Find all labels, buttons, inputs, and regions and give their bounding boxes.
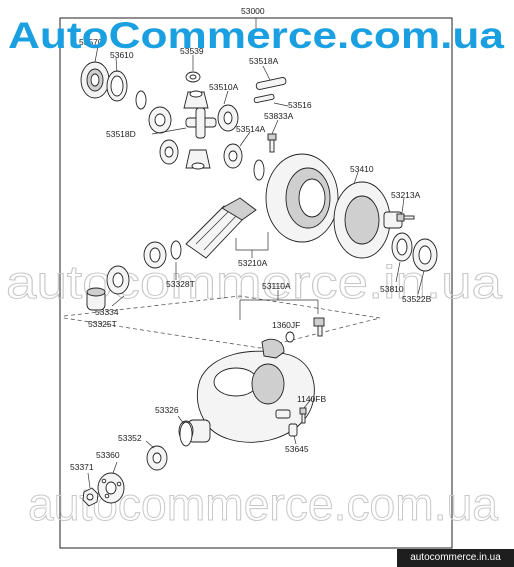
bolt-1140FB <box>299 407 307 424</box>
label-53326: 53326 <box>155 405 179 415</box>
label-53325T: 53325T <box>88 319 117 329</box>
label-53518A: 53518A <box>249 56 279 66</box>
label-1360JF: 1360JF <box>272 320 300 330</box>
label-53328T: 53328T <box>166 279 195 289</box>
carrier-housing-53110A <box>178 338 315 443</box>
label-53539: 53539 <box>180 46 204 56</box>
seal-53326 <box>179 421 193 447</box>
ring-gear-53410 <box>265 153 339 243</box>
spider-cross-53518D <box>185 107 217 139</box>
seal-53352 <box>146 445 168 471</box>
footer-site-badge: autocommerce.in.ua <box>397 549 514 567</box>
label-53610: 53610 <box>110 50 134 60</box>
brand-logo: AutoCommerce.com.ua <box>8 15 505 56</box>
clip-1360JF <box>285 331 295 343</box>
label-53570: 53570 <box>79 37 103 47</box>
spacer-53325T <box>86 287 106 311</box>
label-53360: 53360 <box>96 450 120 460</box>
bolt-1360JF <box>313 317 325 337</box>
label-53516: 53516 <box>288 100 312 110</box>
bolt-53213A <box>396 213 415 222</box>
label-53334: 53334 <box>95 307 119 317</box>
shim-ring <box>135 90 147 110</box>
bearing-cup-53610 <box>106 70 128 102</box>
label-1140FB: 1140FB <box>297 394 326 404</box>
drive-pinion-53210A <box>185 197 257 259</box>
bearing-cup-53522B <box>412 238 438 272</box>
pinion-gear-top <box>183 90 209 109</box>
bearing-53570 <box>80 61 110 99</box>
nut-53371 <box>82 487 99 507</box>
side-gear-left <box>148 106 172 134</box>
label-53645: 53645 <box>285 444 309 454</box>
label-53371: 53371 <box>70 462 94 472</box>
label-53213A: 53213A <box>391 190 421 200</box>
differential-case <box>333 181 403 259</box>
pinion-bearing <box>143 241 167 269</box>
label-53410: 53410 <box>350 164 374 174</box>
collapsible-spacer <box>170 240 182 260</box>
pinion-gear-lower-mid <box>185 149 211 170</box>
label-53514A: 53514A <box>236 124 266 134</box>
pin-53516 <box>253 93 275 104</box>
label-53210A: 53210A <box>238 258 268 268</box>
flange-53360 <box>97 472 125 504</box>
label-53833A: 53833A <box>264 111 294 121</box>
bolt-53833A <box>267 133 277 153</box>
clip-53645 <box>288 423 298 437</box>
label-53510A: 53510A <box>209 82 239 92</box>
side-gear-right <box>217 104 239 132</box>
pin-53518A <box>255 77 287 90</box>
bearing-53334 <box>106 265 130 295</box>
ring-washer <box>253 159 265 181</box>
label-53810: 53810 <box>380 284 404 294</box>
label-53352: 53352 <box>118 433 142 443</box>
label-53000: 53000 <box>241 6 265 16</box>
pinion-gear-bottom <box>159 139 179 165</box>
label-53522B: 53522B <box>402 294 432 304</box>
label-53110A: 53110A <box>262 281 291 291</box>
bearing-53810 <box>391 232 413 262</box>
side-gear-53514A <box>223 143 243 169</box>
label-53518D: 53518D <box>106 129 136 139</box>
